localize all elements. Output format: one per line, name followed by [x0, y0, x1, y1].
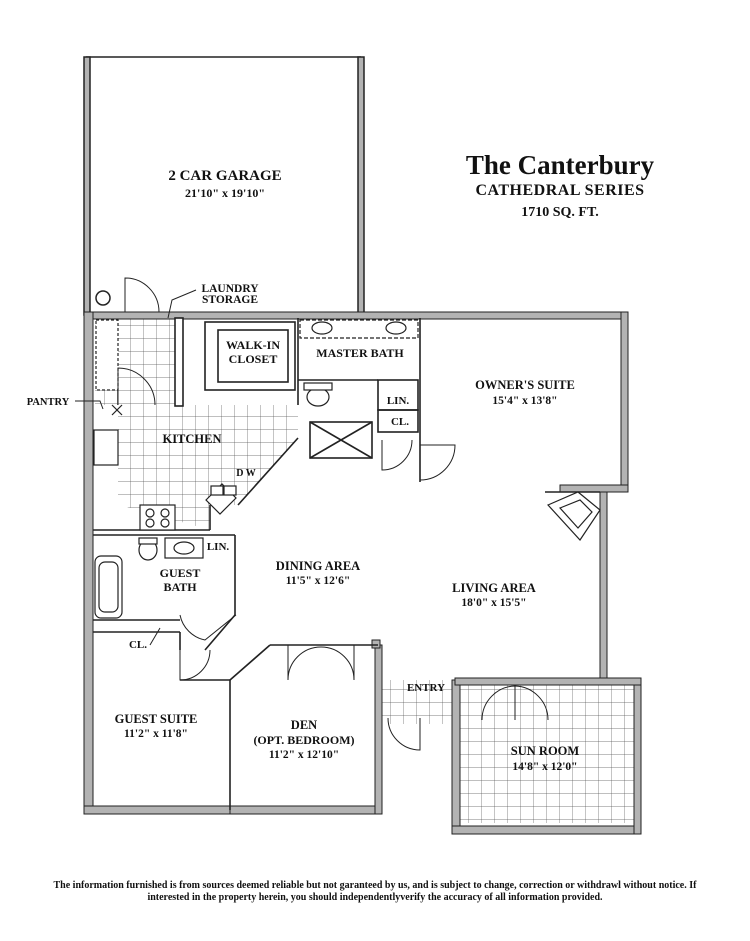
- disclaimer-line-2: interested in the property herein, you s…: [147, 892, 603, 903]
- interior-walls: [93, 317, 600, 810]
- guest-suite-dims: 11'2" x 11'8": [124, 728, 188, 740]
- walkin-closet-label-2: CLOSET: [229, 352, 278, 366]
- storage-label: STORAGE: [202, 294, 258, 306]
- den-dims: 11'2" x 12'10": [269, 749, 339, 761]
- den-name: DEN: [291, 718, 317, 732]
- dishwasher-label: D W: [236, 468, 256, 479]
- owners-suite-name: OWNER'S SUITE: [475, 378, 575, 392]
- plan-series: CATHEDRAL SERIES: [475, 182, 645, 199]
- walkin-closet-label-1: WALK-IN: [226, 338, 280, 352]
- sun-room-name: SUN ROOM: [511, 744, 580, 758]
- disclaimer: The information furnished is from source…: [10, 880, 740, 904]
- title-block: The Canterbury CATHEDRAL SERIES 1710 SQ.…: [440, 150, 680, 224]
- master-bath-label: MASTER BATH: [316, 346, 404, 360]
- kitchen-label: KITCHEN: [162, 432, 221, 446]
- doors: [117, 367, 549, 751]
- guest-suite-name: GUEST SUITE: [115, 712, 198, 726]
- plan-area: 1710 SQ. FT.: [521, 205, 599, 220]
- exterior-walls: [83, 311, 642, 835]
- dining-area-dims: 11'5" x 12'6": [286, 575, 351, 587]
- leader-lines: [75, 289, 197, 410]
- garage-dims: 21'10" x 19'10": [185, 186, 265, 200]
- den-subtitle: (OPT. BEDROOM): [253, 733, 354, 747]
- dining-area-name: DINING AREA: [276, 559, 360, 573]
- guest-bath-label-1: GUEST: [160, 566, 201, 580]
- living-area-name: LIVING AREA: [452, 581, 536, 595]
- master-linen-label: LIN.: [387, 395, 410, 407]
- sun-room-dims: 14'8" x 12'0": [512, 761, 577, 773]
- plan-title: The Canterbury: [465, 150, 655, 180]
- disclaimer-line-1: The information furnished is from source…: [53, 880, 697, 891]
- master-closet-label: CL.: [391, 416, 409, 428]
- owners-suite-dims: 15'4" x 13'8": [492, 395, 557, 407]
- entry-label: ENTRY: [407, 682, 445, 694]
- guest-bath-label-2: BATH: [163, 580, 197, 594]
- room-labels: 2 CAR GARAGE 21'10" x 19'10" LAUNDRY STO…: [27, 168, 580, 773]
- guest-linen-label: LIN.: [207, 541, 230, 553]
- pantry-label: PANTRY: [27, 397, 70, 408]
- fixtures: [93, 319, 601, 619]
- guest-closet-label: CL.: [129, 639, 147, 651]
- laundry-label: LAUNDRY: [201, 283, 259, 295]
- living-area-dims: 18'0" x 15'5": [461, 597, 526, 609]
- garage-name: 2 CAR GARAGE: [168, 168, 281, 184]
